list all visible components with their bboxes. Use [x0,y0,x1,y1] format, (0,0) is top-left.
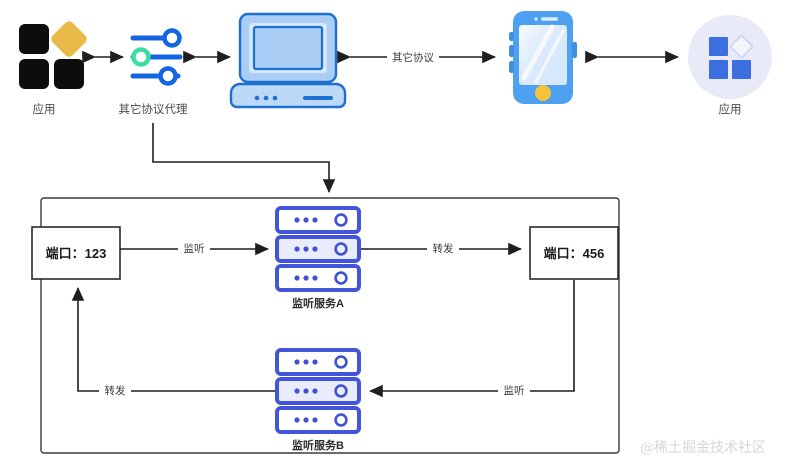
flow-listen-b-label: 监听 [504,384,525,397]
flow-forward-b: 转发 [71,287,275,399]
app-blocks-icon [19,21,87,89]
app-blocks-circle-icon [688,15,772,99]
connector-computer-to-phone-label: 其它协议 [392,51,434,64]
server-rack [275,348,361,376]
flow-listen-a: 监听 [120,240,269,257]
service-b-racks [275,348,361,434]
port-left-label: 端口：123 [46,246,107,261]
proxy-label: 其它协议代理 [119,102,188,116]
port-right-box: 端口：456 [529,226,619,280]
server-rack [275,206,361,234]
app-left-label: 应用 [33,102,56,116]
service-a-label: 监听服务A [292,296,344,310]
server-rack [275,406,361,434]
flow-listen-b: 监听 [369,280,575,399]
flow-forward-b-label: 转发 [105,384,126,397]
server-rack [275,264,361,292]
connector-proxy-to-container [152,123,336,193]
service-b-label: 监听服务B [292,438,344,452]
service-a-racks [275,206,361,292]
flow-listen-a-label: 监听 [184,242,205,255]
watermark-text: @稀土掘金技术社区 [640,440,766,456]
port-left-box: 端口：123 [31,226,121,280]
server-rack-active [275,235,361,263]
proxy-container [40,197,620,454]
port-right-label: 端口：456 [544,246,605,261]
sliders-proxy-icon [130,28,183,86]
smartphone-icon [509,11,577,104]
app-right-label: 应用 [719,102,742,116]
desktop-computer-icon [229,12,347,109]
connector-computer-to-phone: 其它协议 [337,48,496,66]
flow-forward-a: 转发 [361,240,522,257]
server-rack-active [275,377,361,405]
flow-forward-a-label: 转发 [433,242,454,255]
